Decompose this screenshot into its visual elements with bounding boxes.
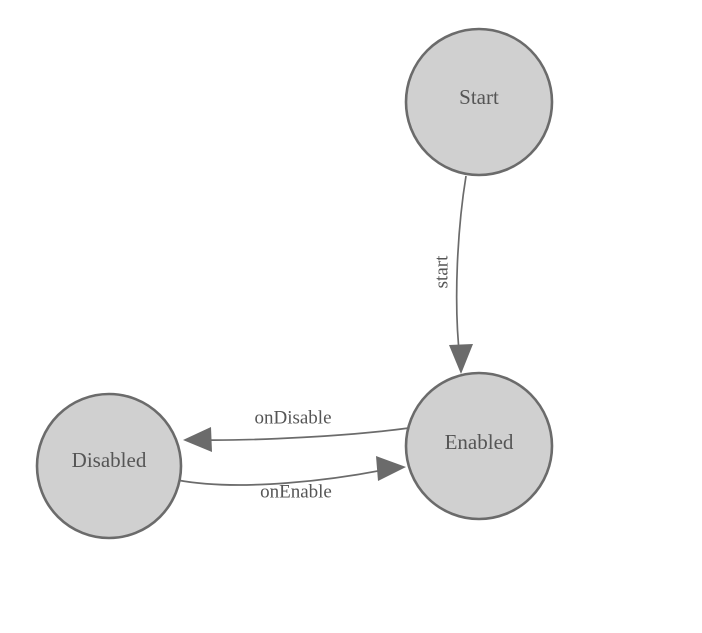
edge-label-ondisable: onDisable — [254, 407, 331, 428]
node-circle-start — [404, 27, 554, 177]
node-label-enabled: Enabled — [445, 430, 514, 454]
edge-label-onenable: onEnable — [260, 481, 332, 502]
node-circle-enabled — [404, 371, 554, 521]
node-disabled[interactable]: Disabled — [35, 392, 183, 540]
edge-label-start: start — [431, 255, 452, 288]
edge-enabled-to-disabled[interactable]: onDisable — [183, 407, 410, 452]
node-label-disabled: Disabled — [72, 448, 147, 472]
edge-path-disabled-to-enabled — [176, 467, 394, 486]
edge-start-to-enabled[interactable]: start — [431, 175, 473, 374]
edge-disabled-to-enabled[interactable]: onEnable — [176, 456, 406, 502]
arrowhead-enabled-to-disabled — [183, 427, 212, 452]
node-start[interactable]: Start — [404, 27, 554, 177]
arrowhead-start-to-enabled — [449, 344, 473, 374]
arrowhead-disabled-to-enabled — [376, 456, 406, 481]
edge-path-start-to-enabled — [455, 175, 467, 361]
node-label-start: Start — [459, 85, 499, 109]
edge-path-enabled-to-disabled — [195, 427, 410, 441]
node-enabled[interactable]: Enabled — [404, 371, 554, 521]
node-circle-disabled — [35, 392, 183, 540]
